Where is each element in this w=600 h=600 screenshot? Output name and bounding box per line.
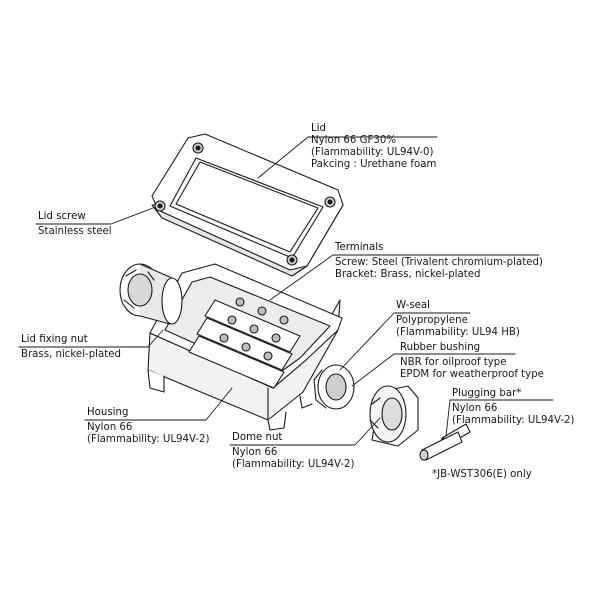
lid-part (151, 133, 344, 277)
dome-nut-line-2: (Flammability: UL94V-2) (232, 459, 355, 470)
dome-nut-line-1: Nylon 66 (232, 447, 278, 458)
lid-line-3: Pakcing : Urethane foam (311, 159, 437, 170)
dome-nut-part (369, 385, 419, 447)
terminals-line-1: Screw: Steel (Trivalent chromium-plated) (335, 257, 543, 268)
lid-fixing-nut-title: Lid fixing nut (21, 334, 88, 345)
left-cable-gland (119, 263, 183, 325)
lid-screw-line-1: Stainless steel (38, 226, 112, 237)
terminal-block (188, 297, 301, 389)
right-cable-gland (313, 364, 355, 410)
w-seal-line-2: (Flammability: UL94 HB) (396, 327, 520, 338)
plugging-bar-title: Plugging bar* (452, 388, 522, 399)
lid-fixing-nut-label: Lid fixing nut Brass, nickel-plated (21, 334, 121, 361)
terminals-label: Terminals Screw: Steel (Trivalent chromi… (335, 242, 543, 281)
w-seal-title: W-seal (396, 300, 430, 311)
rubber-bushing-line-2: EPDM for weatherproof type (400, 369, 544, 380)
plugging-bar-line-1: Nylon 66 (452, 403, 498, 414)
lid-fixing-nut-line-1: Brass, nickel-plated (21, 349, 121, 360)
plugging-bars (419, 423, 471, 461)
housing-label: Housing Nylon 66 (Flammability: UL94V-2) (87, 407, 210, 446)
rubber-bushing-label: Rubber bushing NBR for oilproof type EPD… (400, 342, 544, 381)
dome-nut-label: Dome nut Nylon 66 (Flammability: UL94V-2… (232, 432, 355, 471)
lid-screw-title: Lid screw (38, 211, 86, 222)
housing-line-1: Nylon 66 (87, 422, 133, 433)
housing-title: Housing (87, 407, 129, 418)
lid-title: Lid (311, 123, 326, 134)
rubber-bushing-title: Rubber bushing (400, 342, 481, 353)
plugging-bar-line-2: (Flammability: UL94V-2) (452, 415, 575, 426)
lid-label: Lid Nylon 66 GF30% (Flammability: UL94V-… (311, 123, 436, 171)
w-seal-label: W-seal Polypropylene (Flammability: UL94… (396, 300, 520, 339)
dome-nut-title: Dome nut (232, 432, 283, 443)
rubber-bushing-line-1: NBR for oilproof type (400, 357, 507, 368)
terminals-line-2: Bracket: Brass, nickel-plated (335, 269, 481, 280)
lid-screw-label: Lid screw Stainless steel (38, 211, 112, 238)
terminals-title: Terminals (335, 242, 384, 253)
w-seal-line-1: Polypropylene (396, 315, 468, 326)
lid-line-2: (Flammability: UL94V-0) (311, 147, 434, 158)
plugging-bar-label: Plugging bar* Nylon 66 (Flammability: UL… (452, 388, 575, 427)
lid-line-1: Nylon 66 GF30% (311, 135, 397, 146)
housing-line-2: (Flammability: UL94V-2) (87, 434, 210, 445)
footnote: *JB-WST306(E) only (432, 469, 532, 480)
leader-lines (18, 136, 554, 446)
